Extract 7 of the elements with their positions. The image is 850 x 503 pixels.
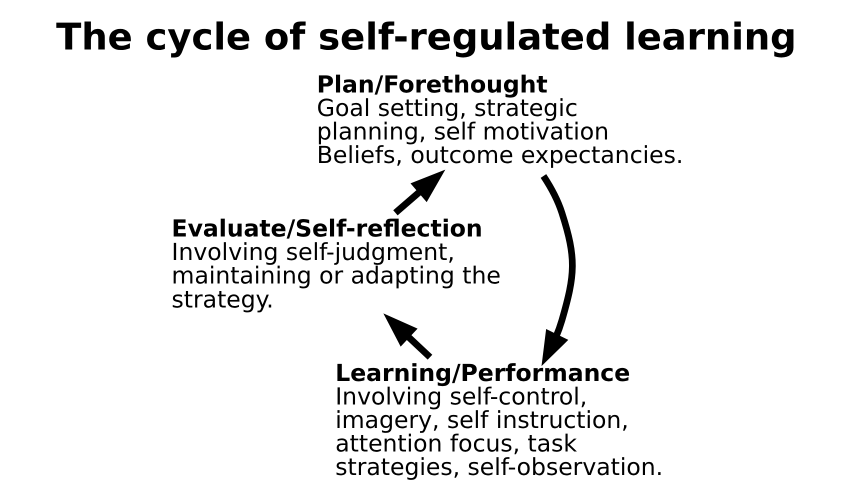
node-text: Evaluate/Self-reflection Involving self-judgment, maintaining or adapting the strategy. bbox=[171, 214, 500, 314]
arrow bbox=[382, 313, 432, 360]
arrow bbox=[392, 170, 445, 216]
arrow bbox=[540, 174, 576, 366]
node-text: Learning/Performance Involving self-control, imagery, self instruction, attention focus, task strategies, self-observation. bbox=[334, 359, 663, 482]
node-text: Plan/Forethought Goal setting, strategic planning, self motivation Beliefs, outcome expectancies. bbox=[316, 70, 683, 169]
diagram-title: The cycle of self-regulated learning bbox=[56, 15, 796, 58]
